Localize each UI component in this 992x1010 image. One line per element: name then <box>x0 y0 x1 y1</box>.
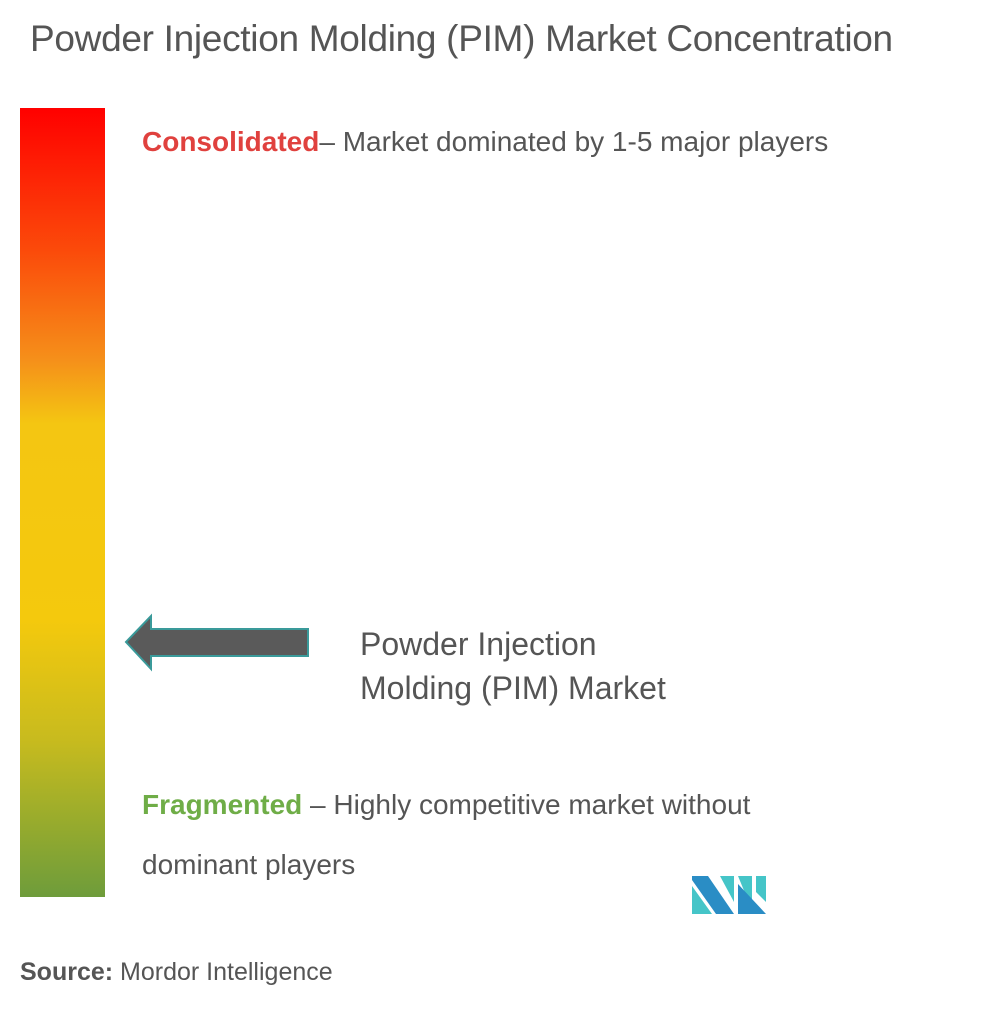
consolidated-text: – Market dominated by 1-5 major players <box>319 126 829 157</box>
fragmented-label: Fragmented <box>142 789 303 820</box>
consolidated-description: Consolidated– Market dominated by 1-5 ma… <box>142 112 862 172</box>
consolidated-label: Consolidated <box>142 126 320 157</box>
source-line: Source: Mordor Intelligence <box>20 958 333 987</box>
market-position-arrow-icon <box>124 613 309 672</box>
market-label-line1: Powder Injection <box>360 626 597 662</box>
source-value: Mordor Intelligence <box>113 958 333 986</box>
concentration-gradient-bar <box>20 108 105 897</box>
source-label: Source: <box>20 958 114 986</box>
fragmented-description: Fragmented – Highly competitive market w… <box>142 775 862 895</box>
market-label: Powder Injection Molding (PIM) Market <box>360 622 666 710</box>
fragmented-text: – Highly competitive market without domi… <box>142 789 751 880</box>
mordor-logo-icon <box>692 876 766 914</box>
page-title: Powder Injection Molding (PIM) Market Co… <box>30 18 893 59</box>
market-label-line2: Molding (PIM) Market <box>360 670 666 706</box>
